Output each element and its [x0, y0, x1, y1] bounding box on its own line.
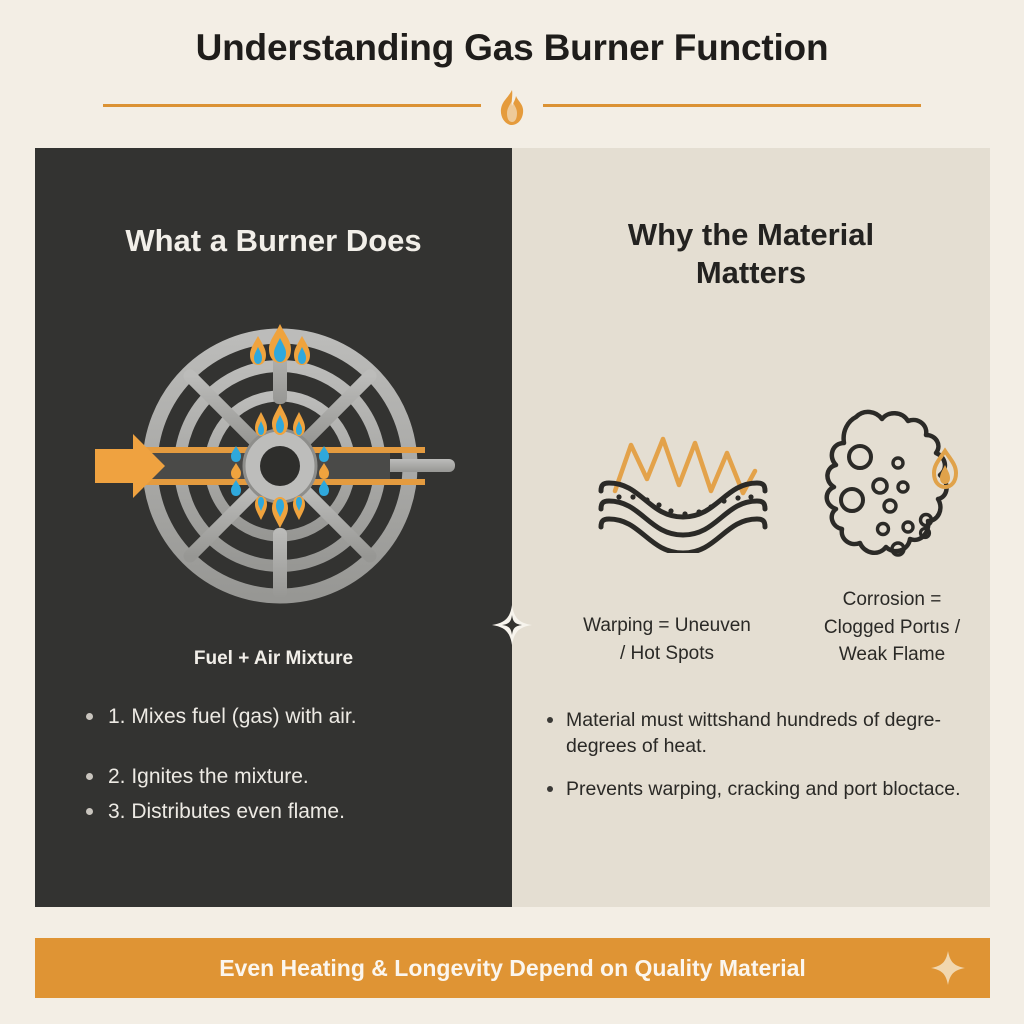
caption-line: Weak Flame: [838, 644, 946, 666]
header-rule-right: [543, 104, 921, 107]
caption-line: Clogged Portıs /: [823, 616, 961, 638]
port-flames-right: [319, 446, 329, 496]
panel-why-the-material-matters: Why the Material Matters: [512, 148, 990, 907]
material-points-list: Material must wittshand hundreds of degr…: [540, 708, 970, 820]
port-flames-left: [231, 446, 241, 496]
list-item: Prevents warping, cracking and port bloc…: [540, 777, 970, 803]
gas-burner-diagram: [95, 324, 455, 604]
panels: What a Burner Does: [35, 148, 990, 907]
header-rule-group: [0, 88, 1024, 125]
caption-line: Corrosion =: [842, 589, 942, 610]
list-item: 2. Ignites the mixture.: [79, 763, 489, 790]
sparkle-icon: [492, 605, 532, 645]
caption-line: Warping = Uneuven: [583, 615, 751, 636]
right-panel-heading-line1: Why the Material: [627, 217, 875, 252]
footer-text: Even Heating & Longevity Depend on Quali…: [219, 955, 806, 981]
flame-icon: [500, 90, 524, 125]
diagram-caption: Fuel + Air Mixture: [193, 648, 354, 669]
list-item: Material must wittshand hundreds of degr…: [540, 708, 970, 760]
caption-line: / Hot Spots: [620, 642, 714, 664]
burner-steps-list: 1. Mixes fuel (gas) with air. 2. Ignites…: [79, 703, 489, 832]
hub-upper-flames: [255, 404, 305, 436]
right-panel-heading: Why the Material Matters: [532, 216, 970, 292]
page-title: Understanding Gas Burner Function: [195, 27, 829, 68]
burner-top-flames: [250, 324, 310, 365]
hub-lower-flames: [255, 496, 305, 528]
warped-metal-icon: [598, 436, 768, 553]
right-panel-heading-line2: Matters: [695, 254, 807, 290]
footer-banner: Even Heating & Longevity Depend on Quali…: [35, 938, 990, 998]
weak-flame-icon: [931, 447, 959, 490]
corroded-burner-caption: Corrosion = Clogged Portıs / Weak Flame: [794, 586, 990, 669]
sparkle-icon: [931, 951, 965, 985]
header-rule-left: [103, 104, 481, 107]
left-panel-heading: What a Burner Does: [125, 223, 422, 258]
warped-metal-caption: Warping = Uneuven / Hot Spots: [542, 612, 792, 667]
panel-what-a-burner-does: What a Burner Does: [35, 148, 512, 907]
corroded-burner-icon: [824, 409, 959, 557]
list-item: 3. Distributes even flame.: [79, 798, 489, 825]
gas-inlet-arrow-icon: [95, 434, 165, 498]
list-item: 1. Mixes fuel (gas) with air.: [79, 703, 489, 730]
header: Understanding Gas Burner Function: [0, 0, 1024, 140]
